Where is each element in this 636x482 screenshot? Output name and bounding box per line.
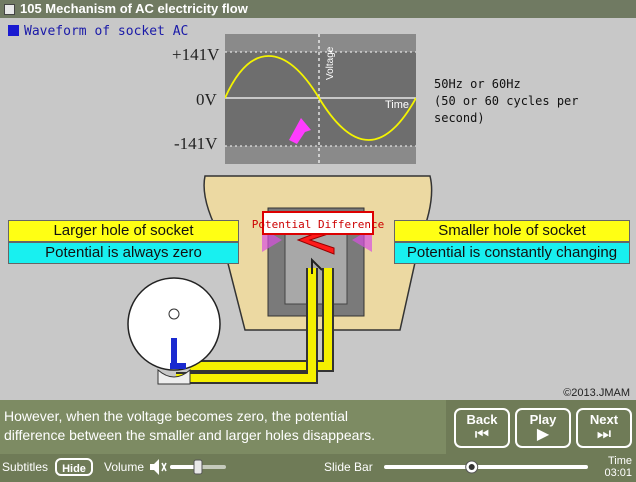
subtitle-line-2: difference between the smaller and large… <box>4 427 375 443</box>
subtitles-label: Subtitles <box>2 460 49 474</box>
copyright: ©2013.JMAM <box>563 387 630 399</box>
skip-back-icon: ⏮ <box>474 426 490 443</box>
time-axis-label: Time <box>385 99 409 111</box>
waveform-legend: Waveform of socket AC <box>8 24 188 39</box>
volume-knob[interactable] <box>193 459 203 475</box>
smaller-hole-banner: Smaller hole of socket <box>394 220 630 242</box>
control-panel: However, when the voltage becomes zero, … <box>0 400 636 482</box>
subtitle-line-1: However, when the voltage becomes zero, … <box>4 408 348 424</box>
skip-next-icon: ⏭ <box>596 426 612 443</box>
time-label: Time <box>607 455 632 467</box>
frequency-line-2: (50 or 60 cycles per second) <box>434 94 579 125</box>
legend-swatch-icon <box>8 25 19 36</box>
next-label: Next <box>589 412 619 427</box>
waveform-graph: Voltage Time <box>225 34 416 164</box>
title-bar: 105 Mechanism of AC electricity flow <box>0 0 636 18</box>
back-label: Back <box>466 412 498 427</box>
speaker-icon[interactable] <box>148 458 168 476</box>
larger-potential-banner: Potential is always zero <box>8 242 239 264</box>
subtitle-panel: However, when the voltage becomes zero, … <box>0 400 446 454</box>
slide-bar[interactable] <box>382 459 592 475</box>
back-button[interactable]: Back ⏮ <box>454 408 510 448</box>
slide-bar-label: Slide Bar <box>324 460 373 474</box>
y-label-top: +141V <box>172 45 220 64</box>
y-label-bottom: -141V <box>174 134 218 153</box>
window-icon <box>4 4 15 15</box>
voltage-axis-label: Voltage <box>325 46 336 80</box>
hide-subtitles-button[interactable]: Hide <box>55 458 93 476</box>
smaller-potential-banner: Potential is constantly changing <box>394 242 630 264</box>
page-title: 105 Mechanism of AC electricity flow <box>20 1 248 16</box>
light-bulb <box>127 277 221 371</box>
animation-stage: Waveform of socket AC +141V 0V -141V Vol… <box>0 18 636 400</box>
socket-diagram: Potential Difference <box>127 175 433 385</box>
play-label: Play <box>529 412 557 427</box>
frequency-note: 50Hz or 60Hz (50 or 60 cycles per second… <box>434 76 636 127</box>
play-icon: ▶ <box>536 426 550 443</box>
legend-label: Waveform of socket AC <box>24 24 189 39</box>
larger-hole-banner: Larger hole of socket <box>8 220 239 242</box>
volume-label: Volume <box>104 460 145 474</box>
y-label-zero: 0V <box>196 90 217 109</box>
frequency-line-1: 50Hz or 60Hz <box>434 77 521 91</box>
potential-difference-label: Potential Difference <box>252 218 384 231</box>
volume-slider[interactable] <box>168 459 230 475</box>
next-button[interactable]: Next ⏭ <box>576 408 632 448</box>
play-button[interactable]: Play ▶ <box>515 408 571 448</box>
magenta-arrow-icon <box>289 118 311 144</box>
time-display: Time 03:01 <box>602 455 632 479</box>
time-value: 03:01 <box>604 467 632 479</box>
